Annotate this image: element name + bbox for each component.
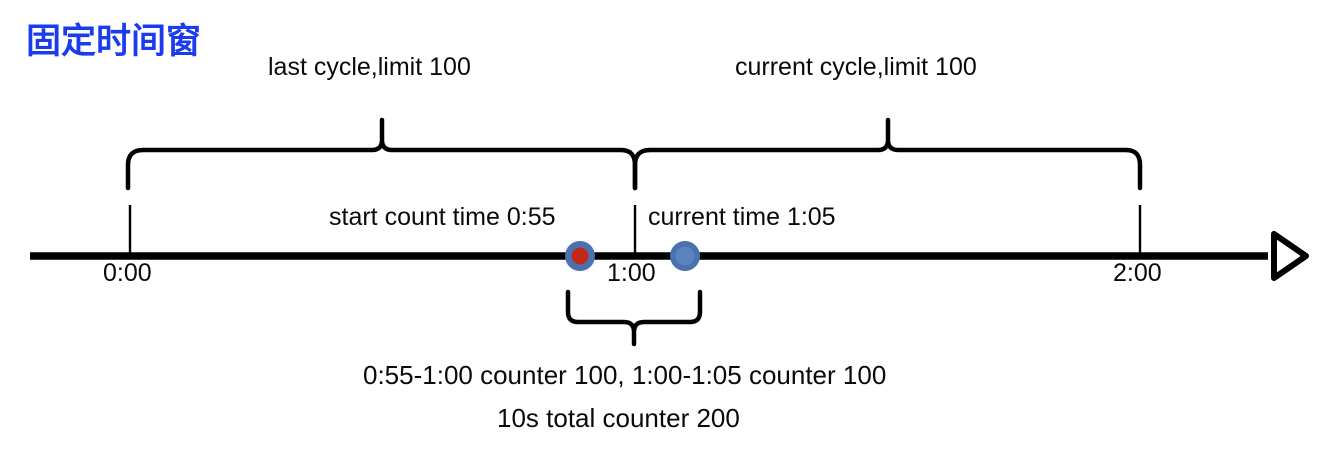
- last-cycle-brace: [125, 117, 638, 191]
- last-cycle-label: last cycle,limit 100: [268, 53, 471, 81]
- start-count-time-label: start count time 0:55: [329, 203, 556, 231]
- tick-label-0-00: 0:00: [103, 259, 152, 287]
- tick-label-2-00: 2:00: [1113, 259, 1162, 287]
- page-title: 固定时间窗: [26, 22, 202, 61]
- counter-note-line-1: 0:55-1:00 counter 100, 1:00-1:05 counter…: [363, 360, 887, 390]
- current-time-label: current time 1:05: [648, 203, 836, 231]
- counter-note-line-2: 10s total counter 200: [497, 403, 740, 433]
- current-time-marker-core: [675, 246, 695, 266]
- tick-label-1-00: 1:00: [607, 259, 656, 287]
- window-span-brace: [565, 289, 703, 347]
- start-count-marker-core: [571, 247, 589, 265]
- current-cycle-brace: [632, 117, 1143, 191]
- current-cycle-label: current cycle,limit 100: [735, 53, 977, 81]
- timeline-arrowhead: [1271, 231, 1309, 281]
